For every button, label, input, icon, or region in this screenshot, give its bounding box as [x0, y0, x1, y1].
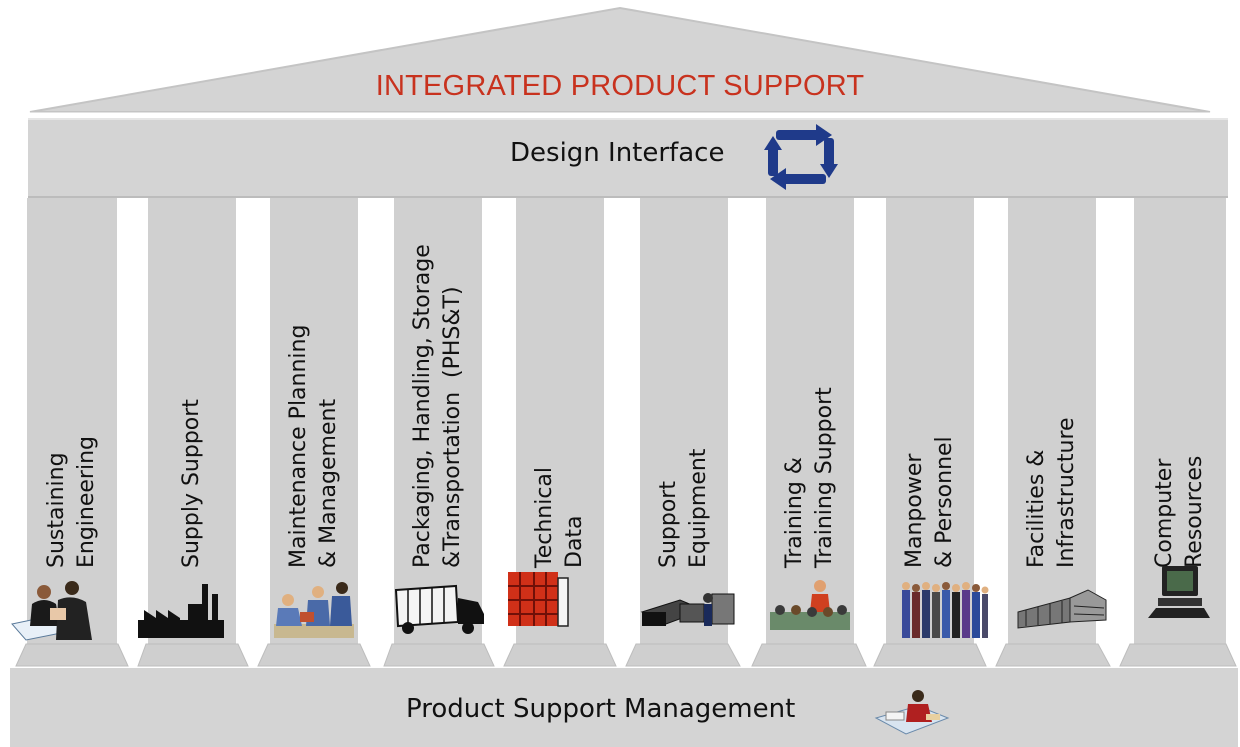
pillar-label: Facilities & Infrastructure: [1024, 417, 1079, 568]
pillar-training: Training & Training Support: [766, 198, 854, 646]
equipment-icon: [640, 593, 735, 626]
engineers-icon: [11, 581, 92, 641]
cycle-arrows-icon: [764, 124, 838, 190]
classroom-icon: [770, 580, 850, 630]
pillar-label: Support Equipment: [656, 448, 711, 568]
pillar-maintenance-planning: Maintenance Planning & Management: [270, 198, 358, 646]
factory-icon: [138, 584, 224, 638]
pillar-phst: Packaging, Handling, Storage &Transporta…: [394, 198, 482, 646]
pillar-facilities: Facilities & Infrastructure: [1008, 198, 1096, 646]
buildings-icon: [1017, 589, 1107, 629]
maintenance-workers-icon: [274, 582, 354, 638]
pillar-sustaining-engineering: Sustaining Engineering: [27, 198, 117, 646]
pillar-label: Technical Data: [532, 466, 587, 568]
truck-icon: [394, 584, 484, 634]
pillar-support-equipment: Support Equipment: [640, 198, 728, 646]
pillar-supply-support: Supply Support: [148, 198, 236, 646]
roof: [29, 6, 1211, 116]
pillar-label: Packaging, Handling, Storage &Transporta…: [410, 244, 465, 568]
storage-racks-icon: [508, 572, 569, 627]
product-support-management-foundation: [10, 668, 1238, 747]
diagram-title: INTEGRATED PRODUCT SUPPORT: [375, 70, 865, 102]
pillar-label: Training & Training Support: [782, 387, 837, 568]
pillar-label: Sustaining Engineering: [44, 436, 99, 568]
beam-label: Design Interface: [510, 138, 725, 168]
foundation-label: Product Support Management: [406, 694, 796, 724]
desk-worker-icon: [874, 690, 950, 735]
pillar-label: Manpower & Personnel: [902, 436, 957, 568]
pillar-label: Maintenance Planning & Management: [286, 324, 341, 568]
design-interface-beam: [28, 118, 1228, 198]
pillar-bases: [15, 643, 1237, 667]
computer-icon: [1148, 566, 1210, 618]
pillar-technical-data: Technical Data: [516, 198, 604, 646]
pillar-label: Computer Resources: [1152, 455, 1207, 568]
pillar-label: Supply Support: [179, 399, 204, 568]
people-icon: [902, 582, 989, 638]
pillar-manpower: Manpower & Personnel: [886, 198, 974, 646]
